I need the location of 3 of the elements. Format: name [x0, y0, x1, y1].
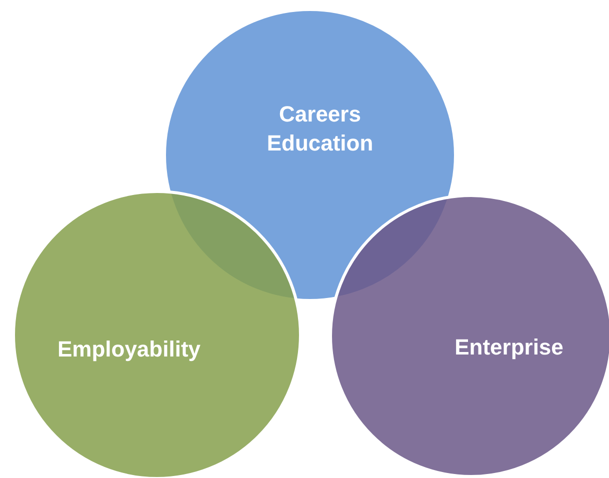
circle-label: Enterprise [454, 334, 564, 362]
circle-label: Employability [57, 336, 201, 364]
circle-label: Careers Education [266, 100, 374, 157]
